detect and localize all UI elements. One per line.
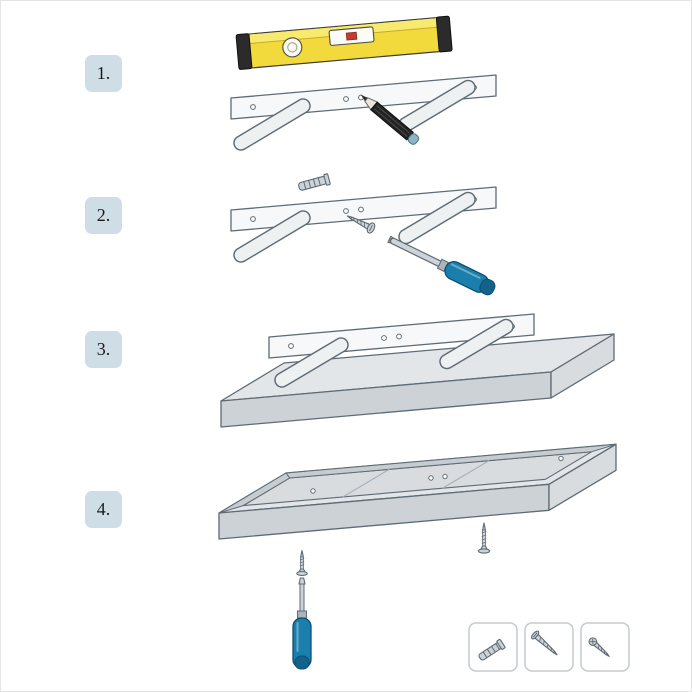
wall-plug-icon bbox=[478, 638, 506, 661]
step-3-number: 3. bbox=[96, 339, 111, 359]
screw-threads bbox=[481, 531, 487, 544]
screwdriver-tip bbox=[298, 577, 306, 585]
screwdriver-handle-shine bbox=[450, 263, 481, 279]
level-bubble-indicator bbox=[345, 31, 358, 41]
screw-head-slot bbox=[369, 224, 373, 232]
level-round-vial-ring bbox=[287, 42, 298, 53]
shelf-underside bbox=[218, 443, 617, 540]
pencil-stripe bbox=[373, 108, 408, 137]
step-4-number: 4. bbox=[96, 499, 111, 519]
shelf-board bbox=[220, 333, 615, 428]
screwdriver-shaft bbox=[299, 583, 305, 612]
dowel-rod-left bbox=[274, 337, 349, 388]
screw bbox=[346, 215, 376, 234]
screwdriver-handle-cap bbox=[479, 278, 496, 296]
wall-plug-ribs bbox=[303, 177, 321, 190]
step-4-illustration bbox=[218, 443, 617, 670]
screwdriver-handle-cap bbox=[294, 655, 310, 670]
dowel-rod-right bbox=[398, 191, 476, 245]
screw-tip bbox=[300, 549, 304, 558]
short-screw-icon bbox=[588, 637, 610, 657]
step-2-illustration bbox=[230, 173, 497, 296]
step-1-badge: 1. bbox=[85, 55, 122, 92]
shelf-end-face bbox=[550, 333, 615, 399]
screwdriver bbox=[292, 577, 312, 670]
dowel-rod-right bbox=[398, 79, 476, 133]
screwdriver-ferrule bbox=[297, 610, 307, 619]
screw-threads bbox=[299, 558, 305, 567]
step-2-number: 2. bbox=[96, 205, 111, 225]
shelf-inner-ribs bbox=[342, 460, 490, 498]
shelf-cavity-left-wall bbox=[218, 472, 291, 514]
screw bbox=[477, 522, 491, 554]
step-2-badge: 2. bbox=[85, 197, 122, 234]
screw-tip bbox=[482, 522, 486, 531]
level-end-cap-right bbox=[435, 15, 453, 53]
step-3-illustration bbox=[220, 313, 615, 428]
dowel-rod-left bbox=[233, 98, 311, 151]
screwdriver-shaft-highlight bbox=[391, 238, 442, 266]
dowel-rod-right bbox=[439, 318, 514, 370]
screwdriver bbox=[387, 235, 496, 296]
screw bbox=[296, 549, 308, 577]
step-1-illustration bbox=[230, 15, 497, 151]
long-screw-icon bbox=[530, 630, 558, 656]
legend-item-short-screw bbox=[580, 622, 630, 672]
screw-head bbox=[477, 548, 491, 554]
wall-plug-body bbox=[298, 176, 327, 191]
wall-plug bbox=[298, 173, 331, 191]
step-3-badge: 3. bbox=[85, 331, 122, 368]
screw-tip bbox=[346, 215, 353, 220]
pencil bbox=[361, 95, 420, 145]
screw-head bbox=[296, 570, 308, 577]
level-end-cap-left bbox=[235, 33, 253, 70]
screw-threads bbox=[353, 217, 366, 228]
pencil-end-cap bbox=[407, 133, 420, 145]
hardware-legend bbox=[468, 622, 630, 672]
shelf-pilot-holes bbox=[310, 455, 564, 494]
spirit-level bbox=[235, 15, 453, 70]
pencil-stripe bbox=[376, 105, 411, 134]
step-4-badge: 4. bbox=[85, 491, 122, 528]
dowel-rod-left bbox=[233, 210, 311, 263]
shelf-end-face bbox=[548, 443, 617, 511]
wall-plug-collar bbox=[323, 173, 331, 186]
level-round-vial bbox=[282, 37, 303, 58]
step-1-number: 1. bbox=[96, 63, 111, 83]
